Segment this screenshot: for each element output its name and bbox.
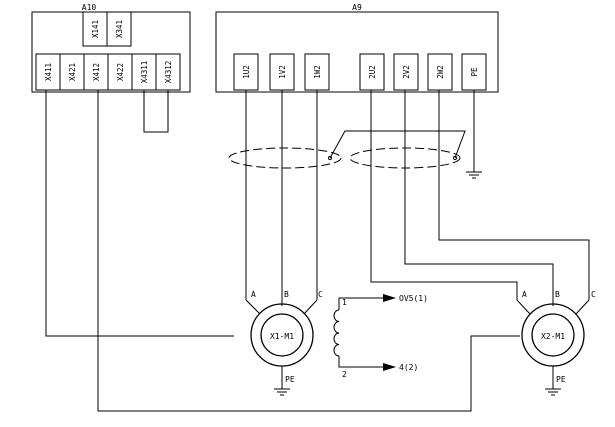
motor-x1-m1: A B C X1-M1 PE <box>245 290 323 396</box>
motor-1-phase-c: C <box>318 290 323 299</box>
wire-2w2 <box>438 90 590 300</box>
shield-ellipse-1 <box>228 147 342 169</box>
arrow-bottom-icon <box>383 363 396 371</box>
motor-2-phase-b: B <box>555 290 560 299</box>
a10-terminal-x422: X422 <box>116 63 125 81</box>
motor-2-ground-icon <box>545 388 561 396</box>
motor-x2-m1: A B C X2-M1 PE <box>516 290 596 396</box>
a10-terminal-x412: X412 <box>92 63 101 81</box>
ground-icon <box>466 171 482 179</box>
motor-1-phase-a: A <box>251 290 256 299</box>
motor-2-label: X2-M1 <box>541 332 565 341</box>
arrow-top-icon <box>383 294 396 302</box>
a10-terminal-x411: X411 <box>44 63 53 81</box>
a9-terminal-2w2: 2W2 <box>436 65 445 79</box>
a9-terminal-2u2: 2U2 <box>368 65 377 79</box>
a10-terminal-x421: X421 <box>68 63 77 81</box>
coil-pin-2: 2 <box>342 370 347 379</box>
coil: 1 2 OV5(1) 4(2) <box>333 294 428 379</box>
a9-terminal-2v2: 2V2 <box>402 65 411 79</box>
shield-wire <box>329 130 466 159</box>
block-a9: A9 1U2 1V2 1W2 2U2 2V2 2W2 PE <box>215 3 499 93</box>
wire-x412 <box>97 90 520 412</box>
a10-top-terminal-x141: X141 <box>91 20 100 38</box>
wire-2u2 <box>370 90 518 300</box>
block-a9-title: A9 <box>352 3 362 12</box>
shield-ellipse-2 <box>349 147 461 169</box>
block-a10-title: A10 <box>82 3 97 12</box>
motor-1-pe-label: PE <box>285 375 295 384</box>
motor-2-phase-a: A <box>522 290 527 299</box>
motor-1-phase-b: B <box>284 290 289 299</box>
wires <box>45 90 590 412</box>
a10-top-terminal-x341: X341 <box>115 20 124 38</box>
cable-shields <box>228 130 466 169</box>
motor-1-ground-icon <box>274 388 290 396</box>
motor-1-inner-circle <box>260 313 304 357</box>
a9-terminal-1v2: 1V2 <box>278 65 287 79</box>
a10-terminal-x4312: X4312 <box>164 61 173 84</box>
a10-terminal-x4311: X4311 <box>140 61 149 84</box>
coil-output-bottom: 4(2) <box>399 363 418 372</box>
block-a10: A10 X141 X341 X411 X421 X412 X422 X4311 … <box>31 3 191 133</box>
motor-2-inner-circle <box>531 313 575 357</box>
a9-terminal-1u2: 1U2 <box>242 65 251 79</box>
wire-2v2 <box>404 90 554 300</box>
motor-2-pe-label: PE <box>556 375 566 384</box>
a9-terminal-pe: PE <box>470 67 479 77</box>
motor-1-label: X1-M1 <box>270 332 294 341</box>
coil-winding <box>333 309 340 357</box>
motor-2-phase-c: C <box>591 290 596 299</box>
coil-pin-1: 1 <box>342 298 347 307</box>
a9-terminal-1w2: 1W2 <box>313 65 322 79</box>
coil-output-top: OV5(1) <box>399 294 428 303</box>
wire-x411 <box>45 90 234 337</box>
